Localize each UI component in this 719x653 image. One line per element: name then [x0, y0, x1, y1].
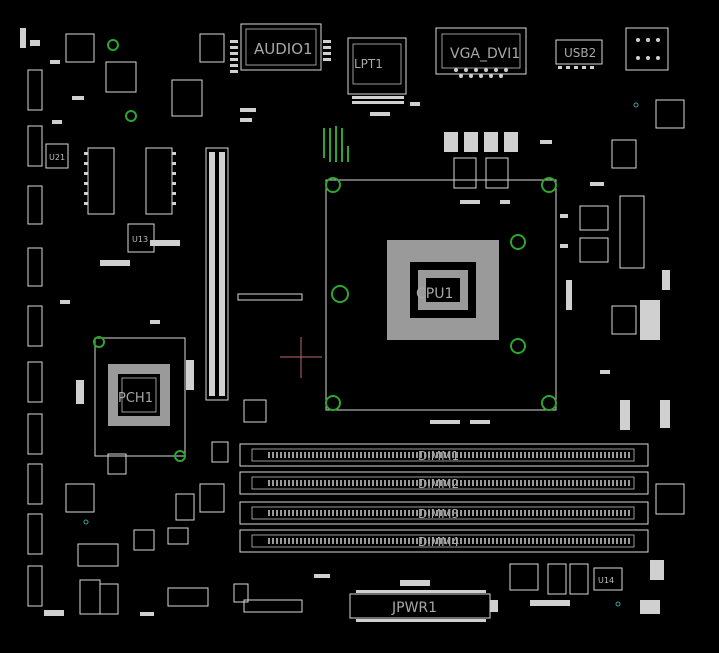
vertical-header[interactable] — [205, 147, 229, 401]
mounting-hole — [174, 450, 186, 462]
usb-connector[interactable]: USB2 — [555, 39, 603, 69]
audio-pins — [230, 40, 331, 73]
origin-crosshair — [280, 337, 322, 378]
dimm-slot-2[interactable]: DIMM2 — [239, 471, 649, 495]
svg-text:U13: U13 — [132, 235, 148, 244]
dimm-slot-1[interactable]: DIMM1 — [239, 443, 649, 467]
passive-components — [30, 40, 670, 616]
mounting-hole — [510, 338, 526, 354]
cpu-socket[interactable]: CPU1 — [325, 177, 557, 411]
svg-text:U21: U21 — [49, 153, 65, 162]
horizontal-header — [237, 293, 303, 301]
mounting-hole — [93, 336, 105, 348]
usb-label: USB2 — [564, 46, 596, 60]
svg-text:DIMM1: DIMM1 — [418, 449, 459, 463]
svg-text:JPWR1: JPWR1 — [391, 600, 437, 616]
dimm-slot-4[interactable]: DIMM4 — [239, 529, 649, 553]
vga-label: VGA_DVI1 — [450, 46, 520, 62]
vga-dvi-connector[interactable]: VGA_DVI1 — [435, 27, 527, 78]
mounting-hole — [541, 395, 557, 411]
audio-connector[interactable]: AUDIO1 — [230, 23, 331, 73]
pch-chip[interactable]: PCH1 — [93, 336, 186, 462]
u13-chip[interactable]: U13 — [127, 223, 155, 253]
u21-chip[interactable]: U21 — [45, 143, 69, 169]
svg-text:DIMM3: DIMM3 — [418, 507, 459, 521]
mounting-hole — [107, 39, 119, 51]
svg-text:DIMM2: DIMM2 — [418, 477, 459, 491]
cpu-pad-array — [387, 240, 499, 340]
mounting-hole — [541, 177, 557, 193]
svg-text:DIMM4: DIMM4 — [418, 535, 459, 549]
audio-label: AUDIO1 — [254, 40, 313, 58]
right-side-parts: U14 — [83, 99, 685, 607]
dimm-slot-3[interactable]: DIMM3 — [239, 501, 649, 525]
chip-dip-left — [84, 147, 176, 215]
inductor — [323, 126, 349, 162]
jpwr-connector[interactable]: JPWR1 — [349, 590, 491, 622]
mounting-hole — [325, 177, 341, 193]
mounting-hole — [331, 285, 349, 303]
rj45-connector[interactable] — [625, 27, 669, 71]
mounting-hole — [325, 395, 341, 411]
left-edge-headers — [27, 69, 43, 607]
cpu-label: CPU1 — [416, 286, 453, 302]
bottom-left-parts — [65, 399, 303, 615]
svg-text:U14: U14 — [598, 576, 614, 585]
mounting-hole — [510, 234, 526, 250]
pch-label: PCH1 — [118, 391, 153, 406]
lpt-connector[interactable]: LPT1 — [347, 37, 407, 104]
top-left-chips — [20, 28, 225, 122]
mounting-hole — [125, 110, 137, 122]
lpt-label: LPT1 — [354, 57, 383, 71]
